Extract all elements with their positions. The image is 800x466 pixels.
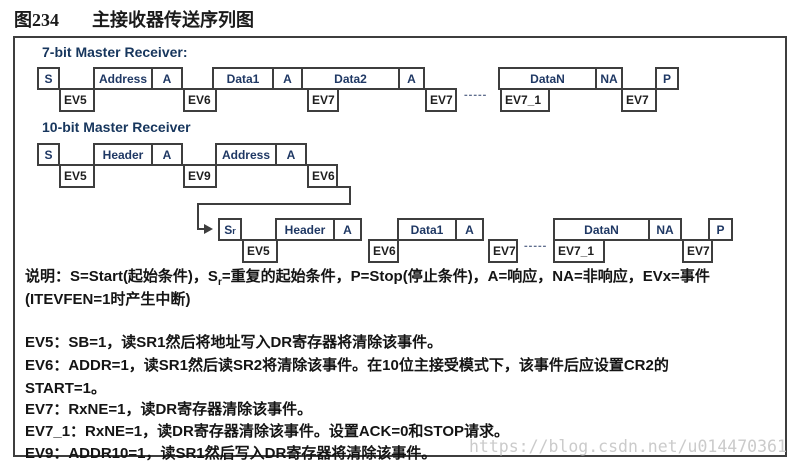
note-ev5: EV5：SB=1，读SR1然后将地址写入DR寄存器将清除该事件。 (25, 334, 443, 351)
event-box-7bit-ev7a: EV7 (307, 88, 339, 112)
connector-segment-1 (336, 186, 351, 188)
event-box-10bit-ev9: EV9 (183, 164, 217, 188)
event-box-7bit-ev7-1: EV7_1 (500, 88, 550, 112)
legend-text-pre: 说明：S=Start(起始条件)，S (25, 268, 218, 285)
box-10bit-ack4: A (455, 218, 484, 241)
legend-text-post: =重复的起始条件，P=Stop(停止条件)，A=响应，NA=非响应，EVx=事件 (221, 268, 710, 285)
connector-segment-3 (197, 203, 351, 205)
box-10bit-nack: NA (648, 218, 682, 241)
restart-subscript: r (232, 226, 236, 236)
box-10bit-address: Address (215, 143, 277, 166)
event-box-10bit-ev5b: EV5 (242, 239, 278, 263)
note-ev7: EV7：RxNE=1，读DR寄存器清除该事件。 (25, 401, 313, 418)
box-7bit-data2: Data2 (301, 67, 400, 90)
connector-segment-2 (349, 186, 351, 205)
legend-line-2: (ITEVFEN=1时产生中断) (25, 291, 191, 308)
box-10bit-data1: Data1 (397, 218, 457, 241)
figure-caption: 图234 主接收器传送序列图 (14, 6, 254, 32)
box-7bit-start: S (37, 67, 60, 90)
ellipsis-dots-10bit: ----- (524, 240, 548, 252)
box-10bit-ack2: A (275, 143, 307, 166)
diagram-frame (13, 36, 787, 457)
ellipsis-dots-7bit: ----- (464, 89, 488, 101)
box-7bit-data1: Data1 (212, 67, 274, 90)
event-box-7bit-ev7c: EV7 (621, 88, 657, 112)
box-7bit-dataN: DataN (498, 67, 597, 90)
event-box-10bit-ev6b: EV6 (368, 239, 399, 263)
watermark-url: https://blog.csdn.net/u014470361 (469, 437, 787, 456)
box-10bit-ack3: A (333, 218, 362, 241)
event-box-10bit-ev5: EV5 (59, 164, 95, 188)
event-box-10bit-ev7-1: EV7_1 (553, 239, 605, 263)
event-box-10bit-ev7b: EV7 (682, 239, 713, 263)
connector-segment-4 (197, 203, 199, 230)
section-heading-7bit: 7-bit Master Receiver: (42, 44, 188, 60)
note-ev7-1: EV7_1：RxNE=1，读DR寄存器清除该事件。设置ACK=0和STOP请求。 (25, 423, 509, 440)
legend-line-1: 说明：S=Start(起始条件)，Sr=重复的起始条件，P=Stop(停止条件)… (25, 265, 710, 288)
figure-title: 主接收器传送序列图 (92, 10, 254, 30)
box-7bit-address: Address (93, 67, 153, 90)
event-box-10bit-ev6: EV6 (307, 164, 338, 188)
note-ev6: EV6：ADDR=1，读SR1然后读SR2将清除该事件。在10位主接受模式下，该… (25, 357, 669, 374)
box-10bit-start: S (37, 143, 60, 166)
arrow-right-icon (204, 224, 213, 234)
legend-subscript: r (217, 277, 222, 288)
box-7bit-ack1: A (151, 67, 183, 90)
section-heading-10bit: 10-bit Master Receiver (42, 119, 191, 135)
event-box-7bit-ev6: EV6 (183, 88, 217, 112)
box-7bit-ack3: A (398, 67, 425, 90)
connector-segment-5 (197, 228, 205, 230)
event-box-10bit-ev7: EV7 (488, 239, 518, 263)
box-10bit-stop: P (708, 218, 733, 241)
box-7bit-nack: NA (595, 67, 623, 90)
box-7bit-ack2: A (272, 67, 303, 90)
box-10bit-ack1: A (151, 143, 183, 166)
figure-number: 图234 (14, 10, 59, 30)
event-box-7bit-ev5: EV5 (59, 88, 95, 112)
box-10bit-header: Header (93, 143, 153, 166)
restart-label: S (224, 222, 233, 237)
box-7bit-stop: P (655, 67, 679, 90)
box-10bit-header2: Header (275, 218, 335, 241)
note-ev9: EV9：ADDR10=1，读SR1然后写入DR寄存器将清除该事件。 (25, 445, 437, 462)
event-box-7bit-ev7b: EV7 (425, 88, 457, 112)
box-10bit-dataN: DataN (553, 218, 650, 241)
note-ev6-cont: START=1。 (25, 380, 106, 397)
